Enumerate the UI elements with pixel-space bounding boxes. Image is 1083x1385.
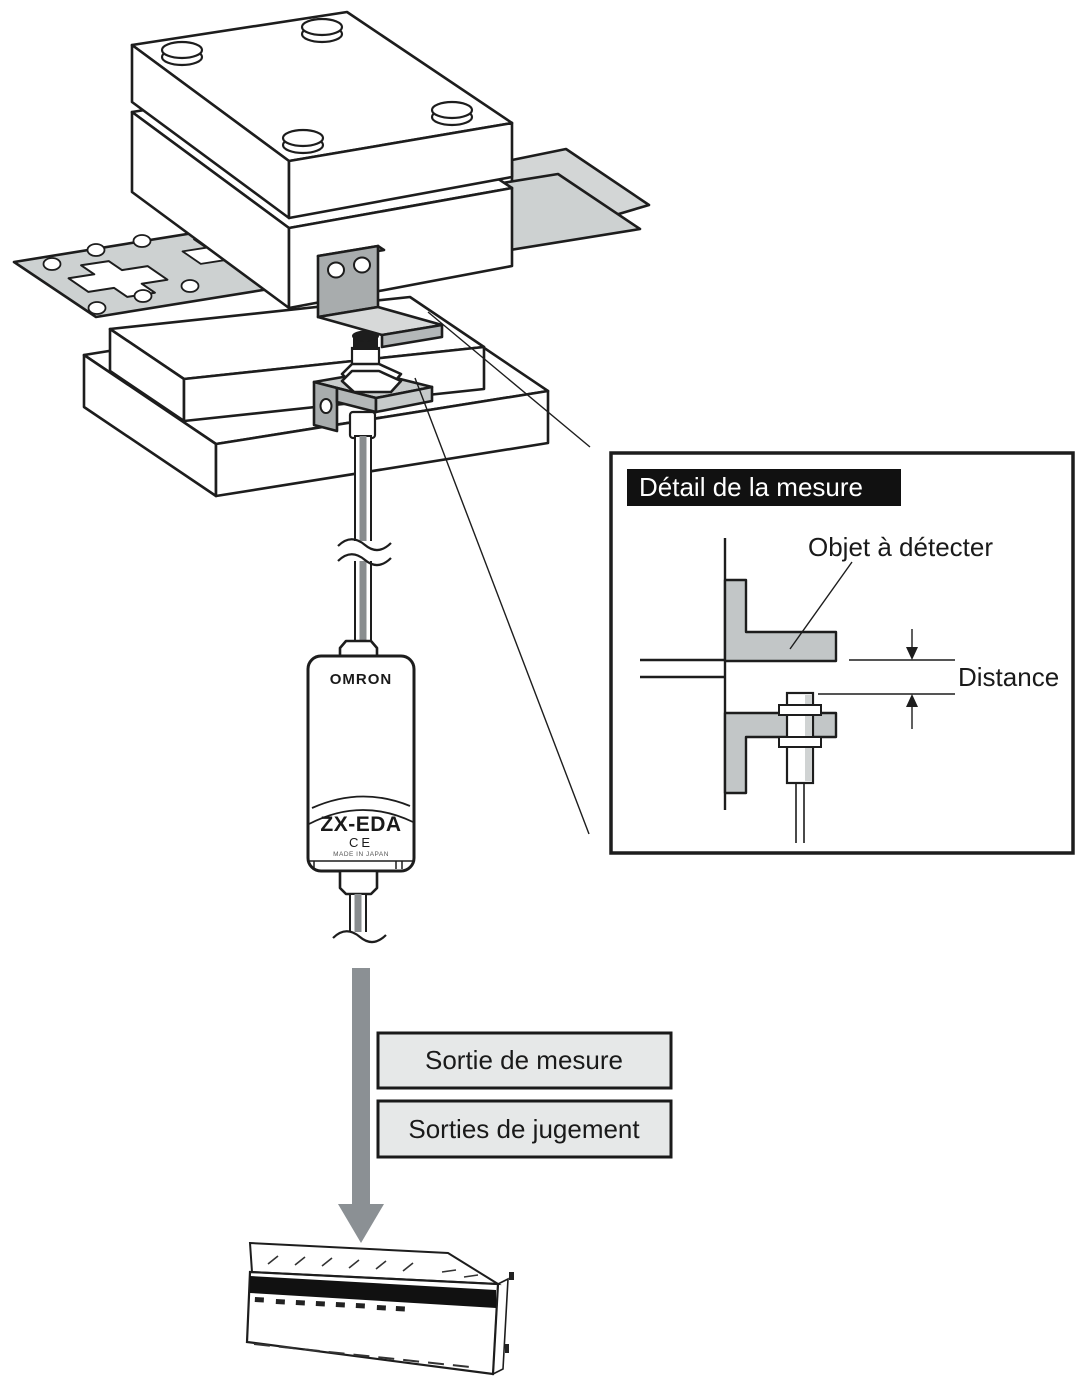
sensor-ferrule [348, 410, 377, 440]
sensor-cable [337, 435, 392, 643]
flow-arrow-icon [338, 968, 384, 1243]
measure-output-label: Sortie de mesure [425, 1045, 623, 1075]
cable-break-icon [337, 538, 392, 567]
press-top-plate [130, 10, 514, 220]
inset-sensor [778, 691, 822, 843]
inset-title-band [627, 469, 901, 506]
object-leader-line [789, 561, 853, 650]
inset-title: Détail de la mesure [639, 472, 863, 502]
inset-target-object [723, 578, 838, 663]
ce-mark: CE [349, 835, 373, 850]
target-bracket [316, 244, 444, 349]
dimension-arrows [818, 629, 955, 729]
plc-terminal-marks [254, 1297, 405, 1312]
plc-top-hatch [267, 1255, 479, 1278]
amplifier-unit: OMRON ZX-EDA CE MADE IN JAPAN [306, 639, 416, 946]
plc-display-band [250, 1276, 496, 1308]
distance-label: Distance [958, 662, 1059, 692]
leader-line-sensor [414, 377, 590, 835]
brand-label: OMRON [330, 671, 393, 688]
model-label: ZX-EDA [320, 813, 401, 836]
object-label: Objet à détecter [808, 532, 993, 562]
strip-holes [42, 234, 200, 315]
guide-post-bosses [160, 17, 474, 155]
detail-inset: Détail de la mesure Distance Objet à dét… [609, 451, 1075, 855]
plc-unit [245, 1241, 514, 1376]
sensor-head [340, 330, 403, 440]
judgement-output-label: Sorties de jugement [408, 1114, 640, 1144]
measure-output-box: Sortie de mesure [376, 1031, 673, 1090]
judgement-output-box: Sorties de jugement [376, 1099, 673, 1159]
plc-duct-line [253, 1343, 471, 1368]
amplifier-output-cable [332, 893, 387, 946]
made-in-label: MADE IN JAPAN [333, 851, 389, 858]
leader-line-target [427, 311, 591, 448]
